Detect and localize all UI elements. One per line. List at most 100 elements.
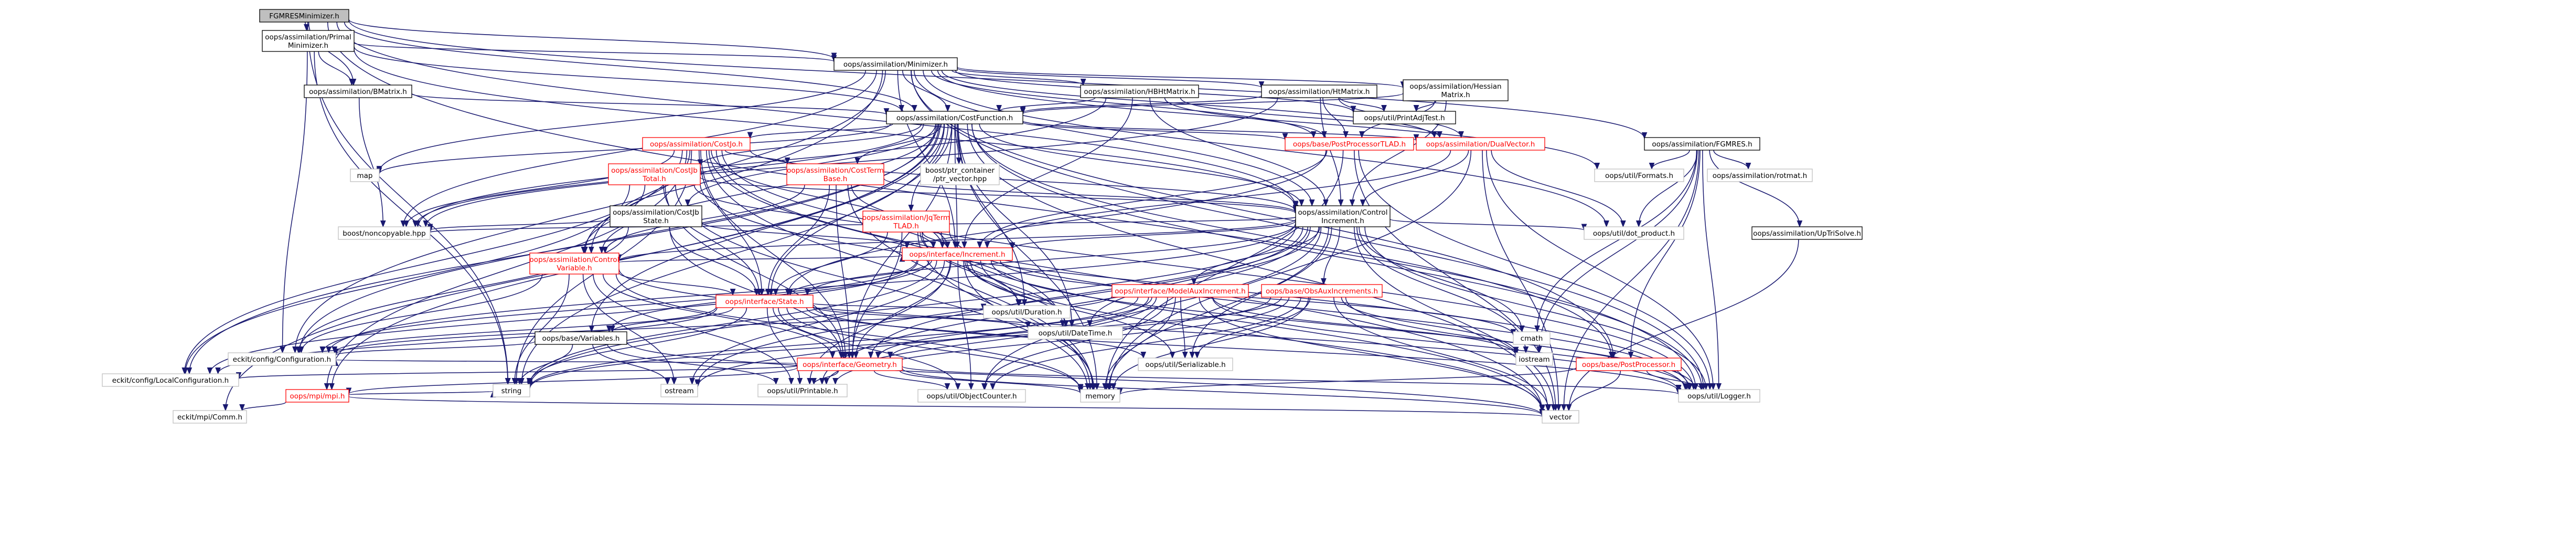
node-variables[interactable]: oops/base/Variables.h: [535, 331, 627, 345]
node-mpi-box: [285, 389, 349, 403]
edge-controlincr-to-iincrement: [1009, 220, 1296, 250]
node-jqterm-box: [862, 211, 950, 233]
edge-igeometry-to-memory: [899, 370, 1084, 394]
node-vector: vector: [1542, 410, 1579, 424]
node-imodelaux[interactable]: oops/interface/ModelAuxIncrement.h: [1111, 284, 1249, 298]
node-fgmres_min-label-0: FGMRESMinimizer.h: [269, 12, 339, 20]
node-hessian-box: [1403, 79, 1509, 101]
edge-minimizer-to-formats: [937, 70, 1600, 170]
edge-imodelaux-to-objcounter: [981, 297, 1168, 391]
node-igeometry-label-0: oops/interface/Geometry.h: [803, 361, 897, 369]
edge-igeometry-to-localconfig: [236, 365, 798, 380]
node-bmatrix-label-0: oops/assimilation/BMatrix.h: [309, 88, 407, 96]
edge-fgmres_min-to-costfunction: [344, 22, 917, 112]
node-imodelaux-label-0: oops/interface/ModelAuxIncrement.h: [1115, 287, 1245, 296]
node-iostream-label-0: iostream: [1519, 355, 1549, 364]
node-dotproduct-label-0: oops/util/dot_product.h: [1593, 229, 1675, 238]
node-controlincr-box: [1295, 205, 1391, 227]
node-costfunction-box: [886, 111, 1023, 124]
edge-htmatrix-to-postproctlad: [1322, 97, 1349, 139]
node-printadj[interactable]: oops/util/PrintAdjTest.h: [1353, 111, 1456, 124]
node-costfunction-label-0: oops/assimilation/CostFunction.h: [896, 114, 1013, 122]
node-igeometry[interactable]: oops/interface/Geometry.h: [797, 358, 903, 371]
node-configuration-label-0: eckit/config/Configuration.h: [233, 355, 331, 364]
node-postproc-box: [1576, 358, 1682, 371]
node-bmatrix[interactable]: oops/assimilation/BMatrix.h: [304, 85, 412, 98]
node-imodelaux-box: [1111, 284, 1249, 298]
edge-controlincr-to-vector: [1353, 226, 1557, 412]
node-localconfig-box: [102, 373, 239, 387]
node-obsauxincr-label-0: oops/base/ObsAuxIncrements.h: [1266, 287, 1378, 296]
node-costjbtotal-label-0: oops/assimilation/CostJb: [611, 166, 698, 175]
edge-controlincr-to-igeometry: [868, 226, 1309, 359]
edge-controlincr-to-cmath: [1359, 226, 1525, 333]
edge-controlincr-to-iostream: [1356, 226, 1529, 354]
node-fgmres_min[interactable]: FGMRESMinimizer.h: [259, 9, 349, 23]
edge-costjo-to-controlincr: [750, 150, 1299, 212]
edge-primal-to-bmatrix: [318, 51, 355, 86]
edge-fgmres-to-dotproduct: [1636, 150, 1698, 228]
node-iostream: iostream: [1515, 352, 1553, 366]
node-costjo[interactable]: oops/assimilation/CostJo.h: [642, 137, 751, 151]
node-objcounter-label-0: oops/util/ObjectCounter.h: [926, 392, 1017, 401]
edge-fgmres_min-to-primal: [303, 22, 309, 31]
node-comm-box: [173, 410, 247, 424]
edge-minimizer-to-iincrement: [897, 70, 958, 249]
node-memory: memory: [1080, 389, 1120, 403]
edge-costjo-to-localconfig: [181, 150, 683, 375]
edge-costjbtotal-to-localconfig: [182, 184, 630, 375]
node-iincrement[interactable]: oops/interface/Increment.h: [902, 247, 1013, 261]
node-obsauxincr-box: [1261, 284, 1383, 298]
edge-minimizer-to-costfunction: [902, 70, 951, 112]
node-fgmres[interactable]: oops/assimilation/FGMRES.h: [1644, 137, 1760, 151]
edge-minimizer-to-map: [376, 70, 866, 173]
node-cmath-box: [1513, 331, 1551, 345]
edge-costfunction-to-istate: [768, 123, 949, 296]
node-htmatrix-label-0: oops/assimilation/HtMatrix.h: [1269, 88, 1370, 96]
edge-costjbstate-to-iincrement: [701, 222, 910, 249]
node-istate-box: [715, 295, 814, 308]
node-objcounter-box: [917, 389, 1026, 403]
node-printadj-box: [1353, 111, 1456, 124]
node-costjbtotal-label-1: Total.h: [642, 175, 666, 183]
edge-hbhtmatrix-to-dualvector: [1180, 97, 1442, 139]
node-duration-label-0: oops/util/Duration.h: [991, 308, 1062, 317]
node-localconfig-label-0: eckit/config/LocalConfiguration.h: [112, 376, 229, 385]
node-minimizer[interactable]: oops/assimilation/Minimizer.h: [833, 57, 958, 71]
edge-fgmres-to-minimalnorm: [1713, 150, 1751, 170]
edge-jqterm-to-igeometry: [849, 232, 903, 359]
node-mpi[interactable]: oops/mpi/mpi.h: [285, 389, 349, 403]
node-hbhtmatrix[interactable]: oops/assimilation/HBHtMatrix.h: [1080, 85, 1199, 98]
edge-costtermbase-to-istate: [765, 184, 830, 296]
node-primal-label-1: Minimizer.h: [288, 41, 328, 50]
edge-minimizer-to-controlvar: [588, 70, 886, 254]
node-memory-label-0: memory: [1085, 392, 1115, 401]
node-postproctlad[interactable]: oops/base/PostProcessorTLAD.h: [1285, 137, 1414, 151]
edge-primal-to-costfunction: [354, 46, 904, 112]
node-postproc[interactable]: oops/base/PostProcessor.h: [1576, 358, 1682, 371]
node-uptrisolve[interactable]: oops/assimilation/UpTriSolve.h: [1751, 226, 1863, 240]
node-obsauxincr[interactable]: oops/base/ObsAuxIncrements.h: [1261, 284, 1383, 298]
edge-iincrement-to-serializable: [970, 260, 1175, 359]
edge-layer: [181, 19, 1803, 417]
edge-fgmres-to-iostream: [1536, 150, 1698, 354]
edge-minimizer-to-hessian: [957, 66, 1406, 89]
node-ostream-label-0: ostream: [665, 387, 694, 395]
node-istate[interactable]: oops/interface/State.h: [715, 295, 814, 308]
node-minimalnorm-label-0: oops/assimilation/rotmat.h: [1713, 172, 1807, 180]
node-htmatrix[interactable]: oops/assimilation/HtMatrix.h: [1261, 85, 1377, 98]
node-map-label-0: map: [357, 172, 373, 180]
edge-fgmres-to-uptrisolve: [1709, 150, 1803, 228]
node-map-box: [350, 169, 380, 182]
node-map: map: [350, 169, 380, 182]
node-costfunction[interactable]: oops/assimilation/CostFunction.h: [886, 111, 1023, 124]
node-dualvector[interactable]: oops/assimilation/DualVector.h: [1416, 137, 1545, 151]
